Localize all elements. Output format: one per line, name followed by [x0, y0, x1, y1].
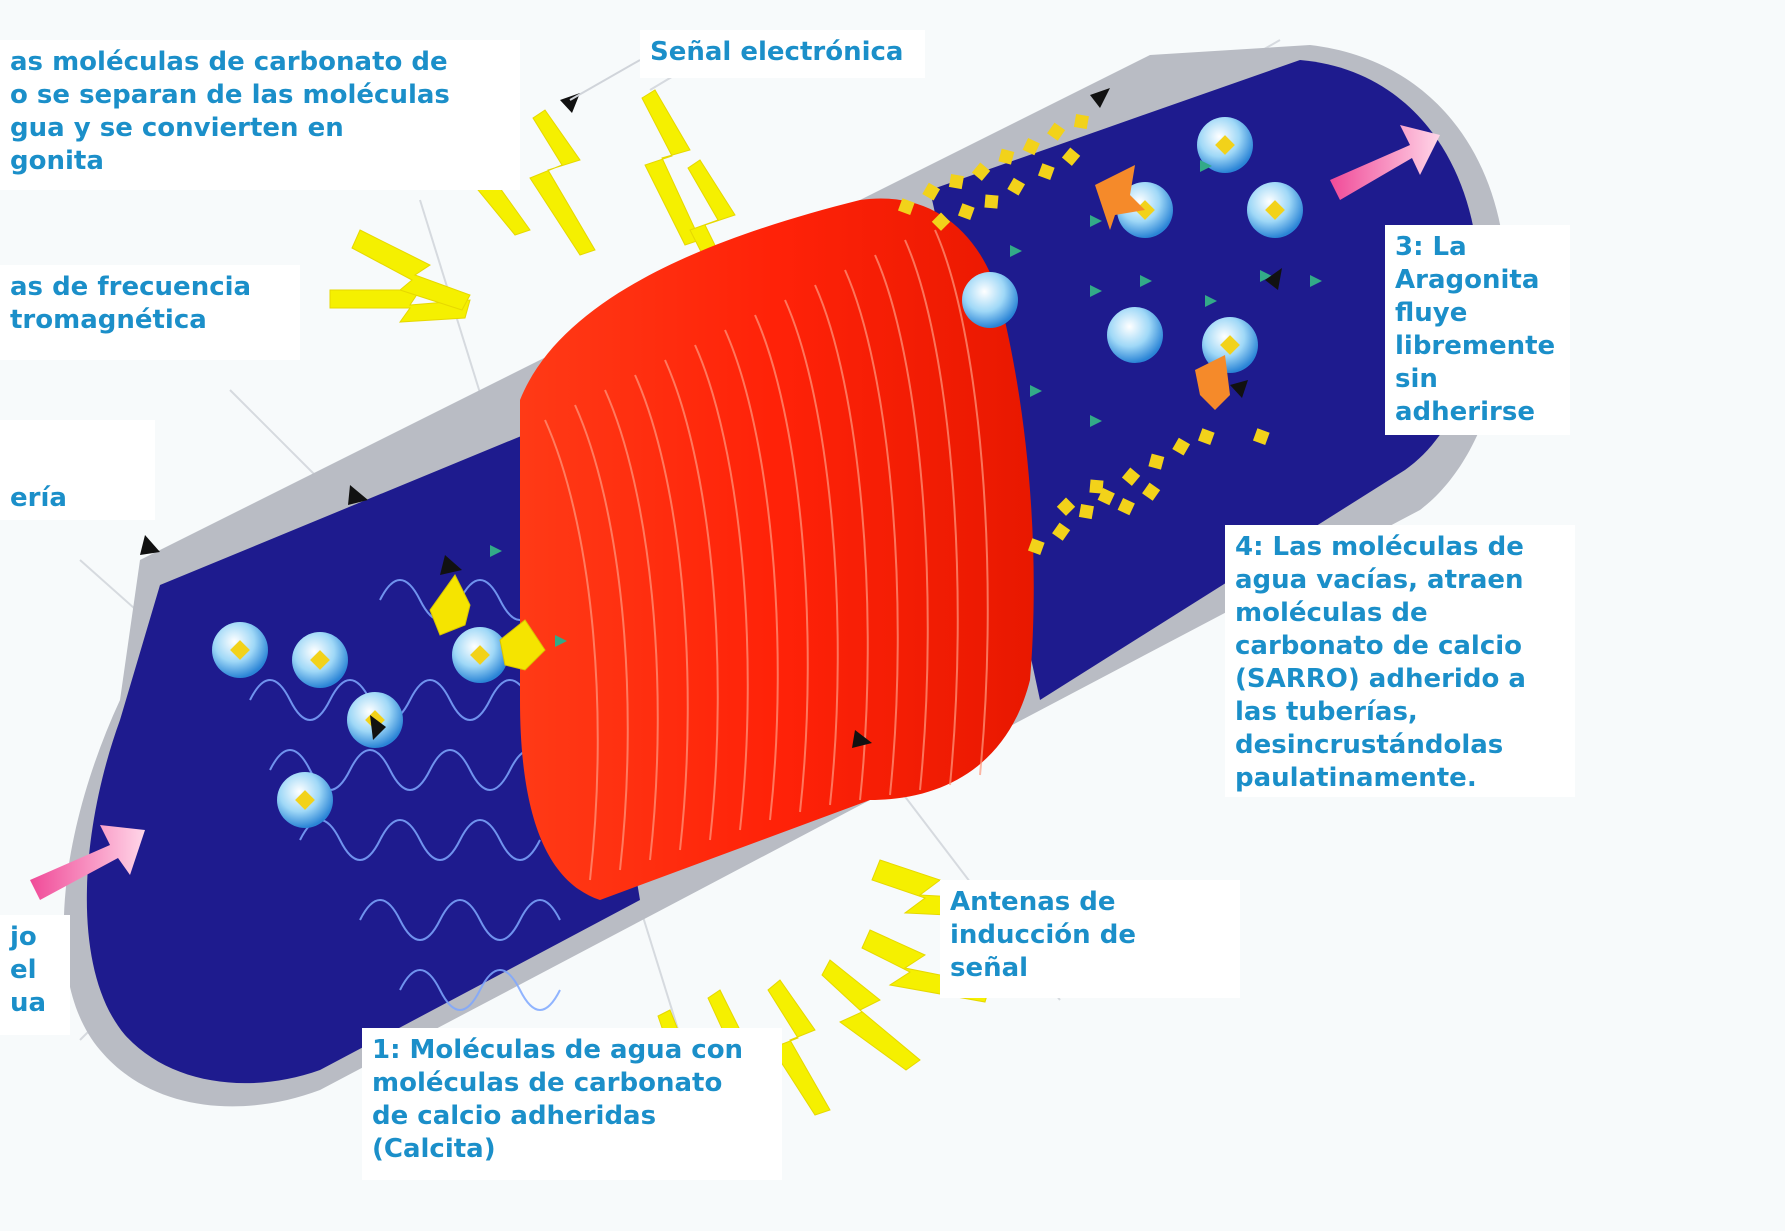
label-pipe: ería — [0, 420, 155, 520]
ion-markers — [490, 160, 1322, 647]
label-line: (SARRO) adherido a — [1235, 664, 1526, 694]
transformation-arrow-icon — [1095, 165, 1230, 410]
label-line: moléculas de — [1235, 598, 1428, 628]
induction-coil — [520, 198, 1034, 900]
label-line: fluye — [1395, 298, 1468, 328]
label-line: Aragonita — [1395, 265, 1540, 295]
label-line: ua — [10, 988, 47, 1018]
label-line: moléculas de carbonato — [372, 1068, 723, 1098]
label-line: carbonato de calcio — [1235, 631, 1523, 661]
label-line: Antenas de — [950, 887, 1116, 917]
label-line: jo — [10, 922, 37, 952]
label-line: las tuberías, — [1235, 697, 1418, 727]
label-line: o se separan de las moléculas — [10, 80, 450, 110]
label-line: gonita — [10, 146, 104, 176]
label-aragonite-conversion: as moléculas de carbonato de o se separa… — [0, 40, 520, 190]
calcite-crystal-icon — [429, 574, 546, 671]
label-line: el — [10, 955, 37, 985]
label-line: señal — [950, 953, 1029, 983]
signal-pointer-line — [569, 59, 641, 101]
label-line: desincrustándolas — [1235, 730, 1504, 760]
label-line: 1: Moléculas de agua con — [372, 1035, 744, 1065]
label-line: agua vacías, atraen — [1235, 565, 1524, 595]
label-line: gua y se convierten en — [10, 113, 344, 143]
label-line: sin — [1395, 364, 1438, 394]
label-aragonite-flows: 3: La Aragonita fluye libremente sin adh… — [1385, 225, 1570, 435]
flow-arrow-icon — [30, 125, 1440, 900]
label-line: adherirse — [1395, 397, 1535, 427]
label-line: Señal electrónica — [650, 37, 904, 67]
label-frequency-waves: as de frecuencia tromagnética — [0, 265, 300, 360]
label-line: paulatinamente. — [1235, 763, 1477, 793]
label-line: libremente — [1395, 331, 1556, 361]
label-line: de calcio adheridas — [372, 1101, 657, 1131]
label-empty-water-molecules: 4: Las moléculas de agua vacías, atraen … — [1225, 525, 1575, 797]
label-induction-antennas: Antenas de inducción de señal — [940, 880, 1240, 998]
label-line: inducción de — [950, 920, 1136, 950]
label-line: as de frecuencia — [10, 272, 252, 302]
label-water-flow: jo el ua — [0, 915, 70, 1035]
label-line: ería — [10, 483, 67, 513]
label-calcite: 1: Moléculas de agua con moléculas de ca… — [362, 1028, 782, 1180]
label-line: tromagnética — [10, 305, 207, 335]
label-line: as moléculas de carbonato de — [10, 47, 448, 77]
label-electronic-signal: Señal electrónica — [640, 30, 925, 78]
label-line: 4: Las moléculas de — [1235, 532, 1524, 562]
aragonite-crystal-icon — [897, 114, 1270, 555]
label-line: (Calcita) — [372, 1134, 496, 1164]
label-line: 3: La — [1395, 232, 1467, 262]
